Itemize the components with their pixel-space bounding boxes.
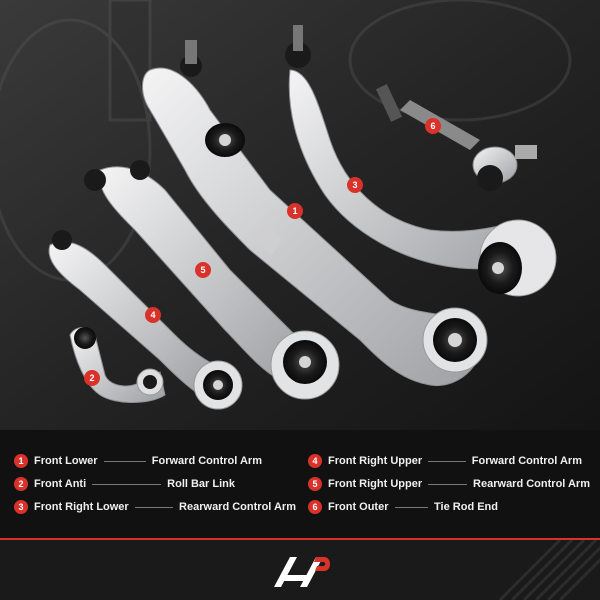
parts-legend: 1 Front Lower Forward Control Arm 2 Fron… <box>0 430 600 540</box>
legend-item-6: 6 Front Outer Tie Rod End <box>308 498 498 516</box>
legend-position-6: Front Outer <box>328 501 389 513</box>
legend-number-4: 4 <box>308 454 322 468</box>
legend-divider <box>103 460 146 462</box>
accent-divider <box>0 538 600 541</box>
front-right-lower-rearward-control-arm <box>285 25 557 297</box>
legend-number-3: 3 <box>14 500 28 514</box>
a-premium-logo-icon <box>274 557 330 587</box>
callout-1: 1 <box>287 203 303 219</box>
legend-item-5: 5 Front Right Upper Rearward Control Arm <box>308 475 590 493</box>
legend-position-3: Front Right Lower <box>34 501 129 513</box>
legend-part-4: Forward Control Arm <box>471 455 582 467</box>
brand-footer <box>0 540 600 600</box>
legend-divider <box>428 460 466 462</box>
legend-number-6: 6 <box>308 500 322 514</box>
legend-part-3: Rearward Control Arm <box>179 501 296 513</box>
decorative-stripes <box>498 540 600 600</box>
callout-6: 6 <box>425 118 441 134</box>
legend-part-1: Forward Control Arm <box>151 455 262 467</box>
legend-divider <box>428 483 468 485</box>
legend-number-5: 5 <box>308 477 322 491</box>
legend-position-4: Front Right Upper <box>328 455 423 467</box>
legend-position-2: Front Anti <box>34 478 87 490</box>
callout-2: 2 <box>84 370 100 386</box>
legend-number-2: 2 <box>14 477 28 491</box>
legend-item-4: 4 Front Right Upper Forward Control Arm <box>308 452 582 470</box>
front-right-upper-forward-control-arm <box>48 230 243 410</box>
legend-divider <box>134 506 174 508</box>
callout-3: 3 <box>347 177 363 193</box>
legend-item-1: 1 Front Lower Forward Control Arm <box>14 452 262 470</box>
callout-4: 4 <box>145 307 161 323</box>
legend-part-5: Rearward Control Arm <box>473 478 590 490</box>
legend-item-2: 2 Front Anti Roll Bar Link <box>14 475 235 493</box>
legend-number-1: 1 <box>14 454 28 468</box>
legend-part-6: Tie Rod End <box>434 501 498 513</box>
legend-divider <box>92 483 162 485</box>
front-lower-forward-control-arm <box>142 40 488 387</box>
legend-part-2: Roll Bar Link <box>167 478 235 490</box>
legend-item-3: 3 Front Right Lower Rearward Control Arm <box>14 498 296 516</box>
legend-position-5: Front Right Upper <box>328 478 423 490</box>
legend-divider <box>394 506 429 508</box>
callout-5: 5 <box>195 262 211 278</box>
legend-position-1: Front Lower <box>34 455 98 467</box>
